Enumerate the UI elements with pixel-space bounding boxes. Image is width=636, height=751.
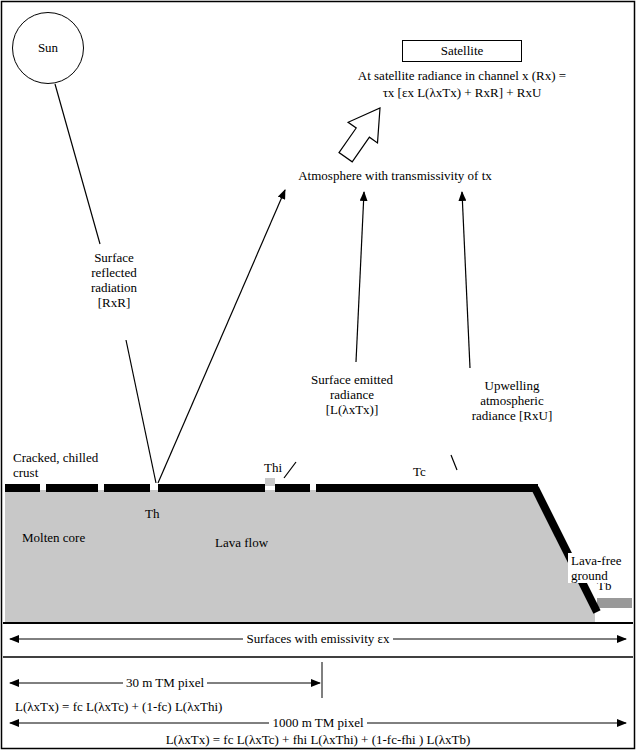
equation-text: L(λxTx) = fc L(λxTc) + (1-fc) L(λxThi) <box>12 699 225 714</box>
radiation-label: Surface reflected radiation [RxR] <box>71 250 157 310</box>
dimension-label: 1000 m TM pixel <box>269 715 366 730</box>
equation-text: τx [εx L(λxTx) + RxR] + RxU <box>380 85 545 100</box>
dimension-label: Surfaces with emissivity εx <box>243 631 392 646</box>
equation-text: At satellite radiance in channel x (Rx) … <box>355 68 569 83</box>
radiation-label: Upwelling atmospheric radiance [RxU] <box>464 378 560 423</box>
satellite-box: Satellite <box>402 40 522 62</box>
temperature-label: Tc <box>410 464 429 479</box>
region-label: Molten core <box>22 530 85 545</box>
equation-text: L(λxTx) = fc L(λxTc) + fhi L(λxThi) + (1… <box>163 732 474 747</box>
node-text: Satellite <box>441 43 484 59</box>
temperature-label: Thi <box>261 460 285 475</box>
temperature-label: Th <box>145 506 159 521</box>
crust-label: Cracked, chilled crust <box>10 450 102 480</box>
region-label: Lava-free ground <box>568 553 632 583</box>
radiation-label: Surface emitted radiance [L(λxTx)] <box>304 372 400 417</box>
dimension-label: 30 m TM pixel <box>123 675 207 690</box>
sun-circle: Sun <box>12 12 84 84</box>
region-label: Lava flow <box>215 535 268 550</box>
node-text: Sun <box>38 40 58 56</box>
atmosphere-label: Atmosphere with transmissivity of tx <box>295 168 495 183</box>
